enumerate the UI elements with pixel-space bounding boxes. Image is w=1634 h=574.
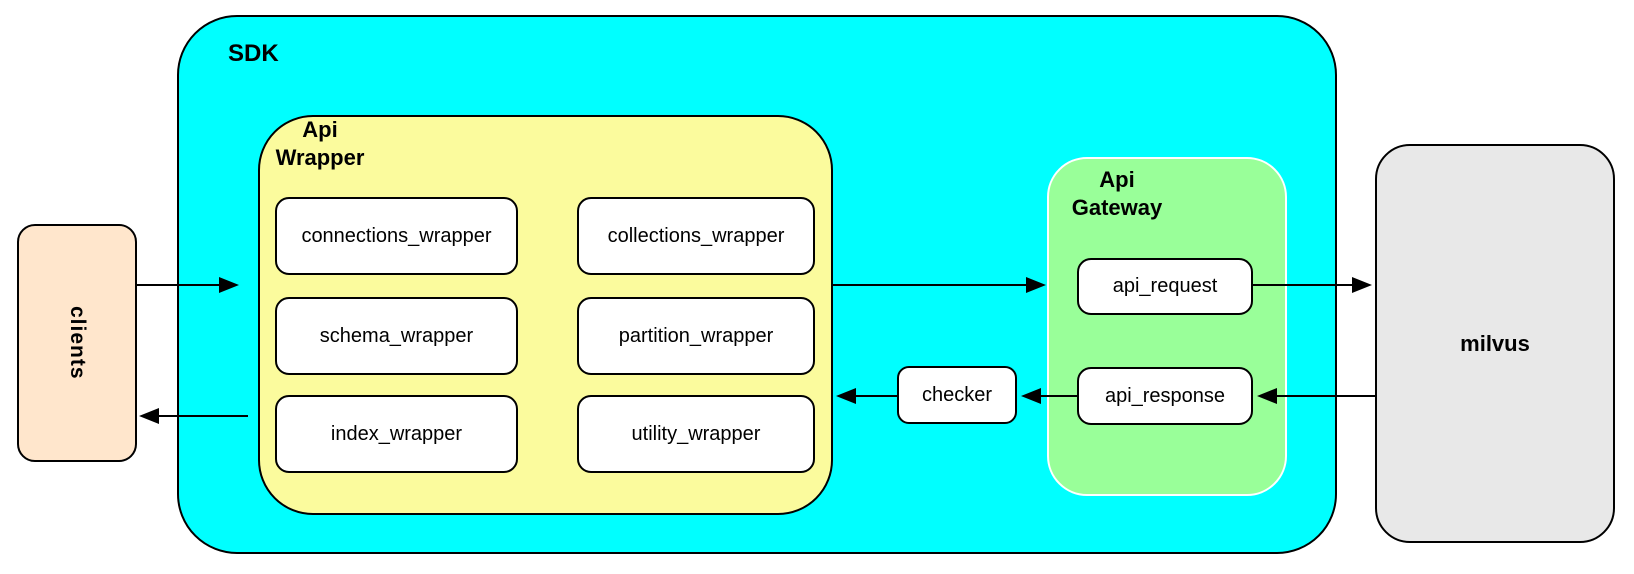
- wrapper-box-partition: partition_wrapper: [577, 297, 815, 375]
- wrapper-box-connections: connections_wrapper: [275, 197, 518, 275]
- checker-box: checker: [897, 366, 1017, 424]
- arrow-milvus-to-response-head: [1257, 388, 1277, 404]
- arrow-wrapper-to-gateway-head: [1026, 277, 1046, 293]
- arrow-milvus-to-response-line: [1277, 395, 1375, 397]
- wrapper-box-utility: utility_wrapper: [577, 395, 815, 473]
- api-gateway-label-line2: Gateway: [1071, 195, 1163, 220]
- api-gateway-label-line1: Api: [1099, 167, 1135, 192]
- clients-label: clients: [66, 306, 89, 380]
- wrapper-box-collections: collections_wrapper: [577, 197, 815, 275]
- api-wrapper-label: Api Wrapper: [250, 116, 390, 172]
- wrapper-box-index: index_wrapper: [275, 395, 518, 473]
- arrow-wrapper-to-clients-line: [159, 415, 248, 417]
- arrow-checker-to-wrapper-head: [836, 388, 856, 404]
- api-wrapper-label-line1: Api: [302, 117, 338, 142]
- api-gateway-label: Api Gateway: [1047, 166, 1187, 222]
- clients-box: clients: [17, 224, 137, 462]
- arrow-wrapper-to-clients-head: [139, 408, 159, 424]
- milvus-label: milvus: [1460, 330, 1530, 356]
- arrow-response-to-checker-line: [1041, 395, 1077, 397]
- arrow-request-to-milvus-head: [1352, 277, 1372, 293]
- arrow-response-to-checker-head: [1021, 388, 1041, 404]
- arrow-checker-to-wrapper-line: [856, 395, 897, 397]
- wrapper-box-schema: schema_wrapper: [275, 297, 518, 375]
- sdk-label: SDK: [228, 40, 279, 67]
- api-gateway-container: [1047, 157, 1287, 496]
- arrow-request-to-milvus-line: [1253, 284, 1352, 286]
- arrow-clients-to-wrapper-line: [137, 284, 219, 286]
- arrow-wrapper-to-gateway-line: [833, 284, 1026, 286]
- arrow-clients-to-wrapper-head: [219, 277, 239, 293]
- gateway-box-api-request: api_request: [1077, 258, 1253, 315]
- milvus-box: milvus: [1375, 144, 1615, 543]
- gateway-box-api-response: api_response: [1077, 367, 1253, 425]
- api-wrapper-label-line2: Wrapper: [275, 145, 365, 170]
